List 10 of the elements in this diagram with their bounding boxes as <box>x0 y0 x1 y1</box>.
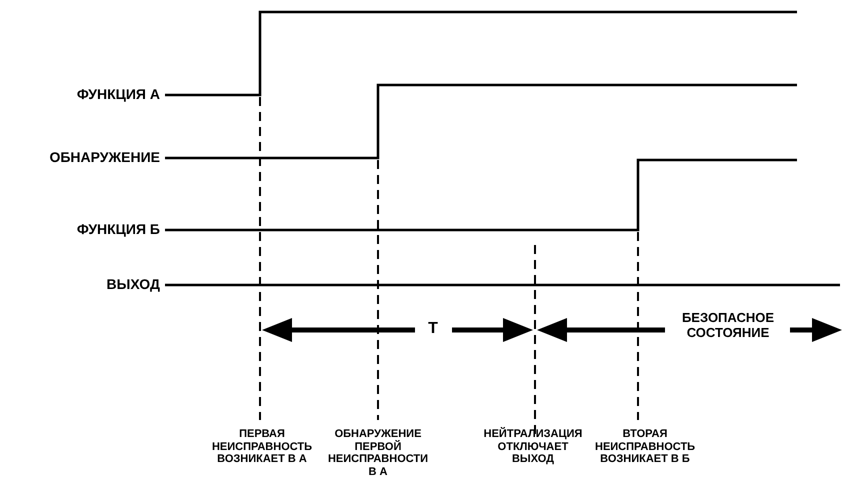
event-label: ВТОРАЯ НЕИСПРАВНОСТЬ ВОЗНИКАЕТ В Б <box>595 428 695 466</box>
event-label: ОБНАРУЖЕНИЕ ПЕРВОЙ НЕИСПРАВНОСТИ В А <box>326 428 430 479</box>
signal-label: ФУНКЦИЯ Б <box>76 221 160 238</box>
interval-label: БЕЗОПАСНОЕ СОСТОЯНИЕ <box>680 311 776 341</box>
event-label: ПЕРВАЯ НЕИСПРАВНОСТЬ ВОЗНИКАЕТ В А <box>210 428 314 466</box>
signal-label: ОБНАРУЖЕНИЕ <box>48 149 160 166</box>
event-label: НЕЙТРАЛИЗАЦИЯ ОТКЛЮЧАЕТ ВЫХОД <box>482 428 584 466</box>
signal-label: ВЫХОД <box>106 276 160 292</box>
interval-label: Т <box>427 320 439 338</box>
signal-label: ФУНКЦИЯ А <box>76 86 160 102</box>
